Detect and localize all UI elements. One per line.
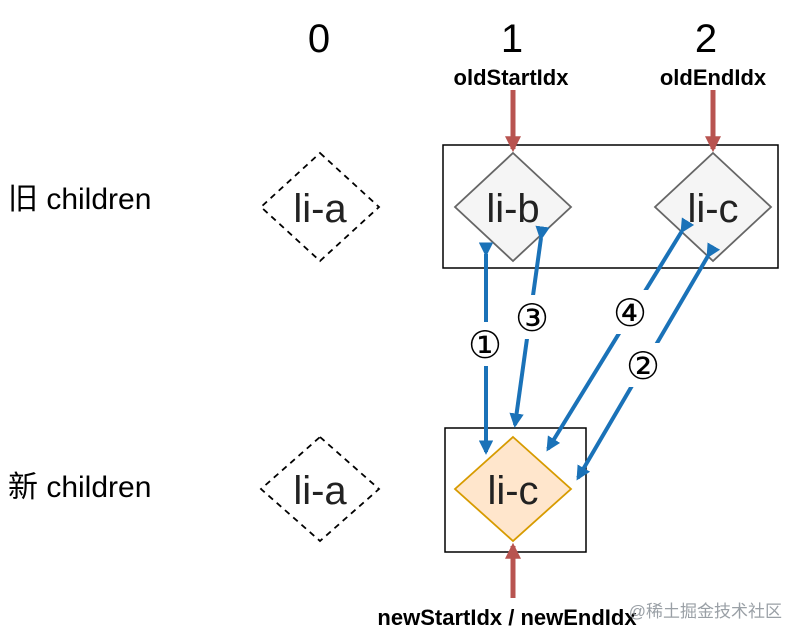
old-end-idx-label: oldEndIdx xyxy=(660,65,767,90)
index-2: 2 xyxy=(695,17,717,61)
new-node-li-a: li-a xyxy=(259,435,381,543)
new-node-li-c-label: li-c xyxy=(487,469,538,513)
index-1: 1 xyxy=(501,17,523,61)
old-children-label: 旧 children xyxy=(8,183,151,216)
new-node-li-c: li-c xyxy=(453,435,573,543)
old-node-li-c-label: li-c xyxy=(687,187,738,231)
step-3-bg xyxy=(511,295,553,339)
old-node-li-b: li-b xyxy=(453,151,573,263)
step-2-label: ② xyxy=(626,346,660,388)
old-node-li-a: li-a xyxy=(259,151,381,263)
step-2-bg xyxy=(622,343,664,387)
new-node-li-a-label: li-a xyxy=(293,469,347,513)
step-3-label: ③ xyxy=(515,298,549,340)
new-children-label: 新 children xyxy=(8,471,151,504)
new-start-end-idx-label: newStartIdx / newEndIdx xyxy=(377,605,637,630)
step-1-bg xyxy=(464,322,506,366)
step-4-label: ④ xyxy=(613,293,647,335)
old-node-li-a-label: li-a xyxy=(293,187,347,231)
old-start-idx-label: oldStartIdx xyxy=(454,65,570,90)
step-1-label: ① xyxy=(468,325,502,367)
watermark: @稀土掘金技术社区 xyxy=(629,602,782,621)
step-4-bg xyxy=(609,290,651,334)
old-node-li-b-label: li-b xyxy=(486,187,539,231)
index-0: 0 xyxy=(308,17,330,61)
